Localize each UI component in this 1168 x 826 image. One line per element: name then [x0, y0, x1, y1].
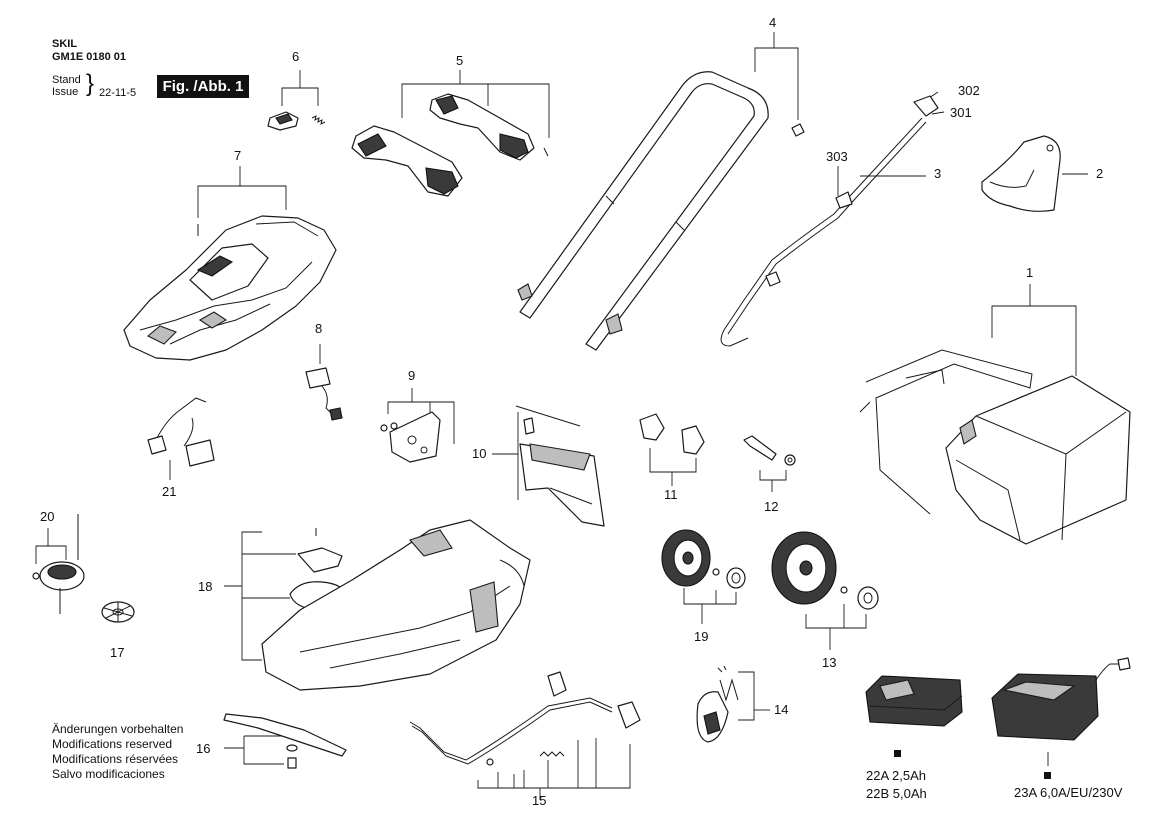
part-4-drawing	[517, 32, 805, 351]
callout-5: 5	[456, 53, 464, 68]
figure-label: Fig. /Abb. 1	[157, 75, 249, 98]
callout-12: 12	[764, 499, 779, 514]
part-18-drawing	[224, 519, 531, 691]
part-19-drawing	[661, 529, 746, 624]
callout-14: 14	[774, 702, 789, 717]
callout-7: 7	[234, 148, 242, 163]
part-3-drawing	[720, 91, 945, 347]
callout-11: 11	[664, 487, 678, 502]
callout-18: 18	[198, 579, 213, 594]
stand-label: Stand	[52, 74, 81, 86]
part-13-drawing	[771, 531, 879, 650]
callout-13: 13	[822, 655, 837, 670]
callout-15: 15	[532, 793, 547, 808]
part-9-drawing	[380, 388, 455, 463]
part-21-drawing	[147, 397, 215, 480]
note-fr: Modifications réservées	[52, 752, 179, 766]
callout-10: 10	[472, 446, 487, 461]
brand-name: SKIL	[52, 38, 78, 50]
note-es: Salvo modificaciones	[52, 767, 165, 781]
charger-caption: 23A 6,0A/EU/230V	[1014, 785, 1123, 800]
part-20-drawing	[32, 514, 85, 614]
callout-17: 17	[110, 645, 125, 660]
part-15-drawing	[409, 671, 641, 800]
callout-8: 8	[315, 321, 323, 336]
part-17-drawing	[101, 601, 135, 623]
note-en: Modifications reserved	[52, 737, 173, 751]
modifications-notes: Änderungen vorbehalten Modifications res…	[52, 722, 183, 782]
battery-b-caption: 22B 5,0Ah	[866, 786, 927, 801]
model-number: GM1E 0180 01	[52, 51, 126, 63]
part-5-drawing	[351, 70, 550, 197]
part-10-drawing	[492, 405, 605, 527]
part-14-drawing	[696, 665, 770, 743]
part-6-drawing	[267, 70, 326, 131]
callout-3: 3	[934, 166, 942, 181]
part-12-drawing	[743, 435, 796, 492]
callout-303: 303	[826, 149, 848, 164]
callout-19: 19	[694, 629, 709, 644]
callout-4: 4	[769, 15, 777, 30]
header-block: SKIL GM1E 0180 01	[52, 38, 126, 64]
callout-302: 302	[958, 83, 980, 98]
callout-21: 21	[162, 484, 177, 499]
part-11-drawing	[639, 413, 705, 486]
part-7-drawing	[123, 166, 337, 361]
callout-20: 20	[40, 509, 55, 524]
charger-drawing	[991, 657, 1131, 779]
issue-date: 22-11-5	[99, 87, 137, 99]
callout-16: 16	[196, 741, 211, 756]
callout-1: 1	[1026, 265, 1034, 280]
callout-301: 301	[950, 105, 972, 120]
part-1-drawing	[859, 284, 1131, 545]
callout-9: 9	[408, 368, 416, 383]
note-de: Änderungen vorbehalten	[52, 722, 184, 736]
part-16-drawing	[223, 713, 347, 769]
callout-6: 6	[292, 49, 300, 64]
brace-symbol: }	[86, 70, 95, 97]
battery-drawing	[865, 675, 963, 757]
issue-label: Issue	[52, 86, 79, 98]
part-8-drawing	[305, 344, 343, 421]
part-2-drawing	[981, 135, 1088, 212]
battery-a-caption: 22A 2,5Ah	[866, 768, 926, 783]
callout-2: 2	[1096, 166, 1104, 181]
